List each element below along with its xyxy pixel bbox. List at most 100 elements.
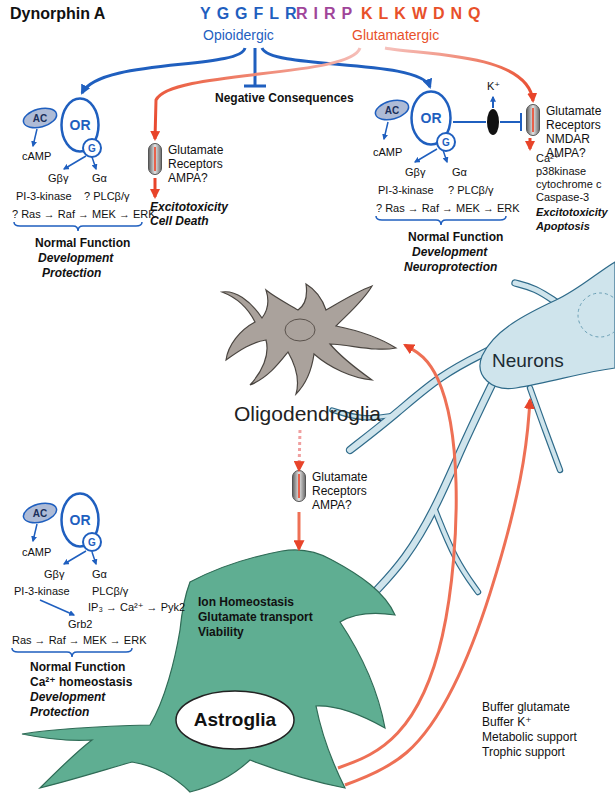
adenylyl-cyclase-text: AC: [33, 508, 47, 519]
diagram-label: ? PLCβ/γ: [448, 184, 493, 197]
cascade-arrow: [33, 524, 37, 541]
oligodendrocyte-cell-text: Oligodendroglia: [234, 402, 381, 426]
cascade-arrow: [415, 149, 437, 162]
astrocyte-cell-text: Ion Homeostasis: [198, 595, 400, 610]
label-slot: ? PLCβ/γ: [448, 184, 493, 197]
label-slot: Trophic support: [482, 745, 565, 759]
receptor-capsule: [527, 105, 540, 136]
diagram-label: Development: [30, 690, 105, 704]
cascade-arrow: [384, 122, 388, 139]
label-slot: K⁺: [487, 80, 500, 93]
diagram-label: Protection: [42, 266, 101, 280]
rec-shape: [292, 470, 306, 502]
diagram-label: Buffer glutamate: [482, 700, 570, 714]
diagram-label: Ras → Raf → MEK → ERK: [12, 634, 146, 647]
diagram-title: Dynorphin A: [10, 5, 105, 23]
cascade-brace: [376, 216, 506, 225]
diagram-label: Development: [412, 245, 487, 259]
dendrite-outline: [375, 378, 495, 592]
dendrite-outline: [515, 283, 556, 302]
dendrite-outline: [530, 388, 560, 470]
diagram-label: Metabolic support: [482, 730, 577, 744]
diagram-label: Negative Consequences: [215, 91, 354, 105]
label-slot: cAMP: [22, 546, 51, 559]
receptor-capsule: [293, 471, 306, 502]
diagram-label: RIRP: [296, 5, 358, 23]
label-slot: Excitotoxicity: [536, 206, 608, 219]
label-slot: PLCβ/γ: [92, 585, 128, 598]
diagram-label: Opioidergic: [203, 27, 274, 43]
label-slot: ? Ras → Raf → MEK → ERK: [12, 208, 156, 221]
label-slot: Protection: [42, 266, 101, 280]
g-protein-text: G: [88, 143, 96, 154]
potassium-arrow: [492, 97, 494, 108]
diagram-label: ? PLCβ/γ: [84, 190, 129, 203]
diagram-label: p38kinase: [536, 165, 586, 178]
glutamate-arrow: [155, 48, 360, 139]
excitotoxicity-arrow: [154, 178, 157, 197]
label-slot: cAMP: [22, 150, 51, 163]
rec-shape: [148, 143, 162, 175]
dendrite-outline: [332, 410, 395, 418]
diagram-label: cAMP: [22, 546, 51, 559]
label-slot: Buffer glutamate: [482, 700, 570, 714]
connector-arrow: [299, 430, 300, 470]
label-slot: Buffer K⁺: [482, 715, 531, 729]
label-slot: Normal Function: [408, 230, 503, 244]
channel-pore: [532, 108, 534, 132]
label-slot: Gα: [452, 166, 467, 179]
dendrite: [530, 388, 560, 470]
label-slot: IP₃ → Ca²⁺ → Pyk2: [88, 601, 185, 614]
label-slot: ? PLCβ/γ: [84, 190, 129, 203]
opioid-receptor-text: OR: [70, 117, 91, 133]
oligodendrocyte-nucleus: [285, 319, 315, 341]
label-slot: Ca²⁺: [536, 152, 560, 165]
g-protein: G: [436, 132, 456, 152]
receptor-capsule: [149, 144, 162, 175]
cascade-arrow: [64, 551, 86, 564]
label-slot: Normal Function: [30, 660, 125, 674]
cyclase-ellipse: [21, 105, 59, 131]
drawing-part: [22, 550, 395, 792]
rec-shape: [526, 104, 540, 136]
astrocyte-cell-text: Glutamate transport: [198, 610, 400, 625]
diagram-label: cAMP: [22, 150, 51, 163]
connector-arrow: [298, 512, 301, 549]
neuron-cell-text: Neurons: [492, 350, 615, 372]
diagram-label: Excitotoxicity Cell Death: [150, 200, 240, 228]
label-slot: Development: [412, 245, 487, 259]
diagram-label: IP₃ → Ca²⁺ → Pyk2: [88, 601, 185, 614]
diagram-label: K⁺: [487, 80, 500, 93]
neuron-soma: [480, 262, 615, 389]
label-slot: p38kinase: [536, 165, 586, 178]
glutamate-receptor: Glutamate Receptors NMDAR AMPA?: [526, 104, 608, 160]
label-slot: cytochrome c: [536, 178, 601, 191]
diagram-label: Ca²⁺ homeostasis: [30, 675, 132, 689]
label-slot: Negative Consequences: [215, 91, 354, 105]
g-protein: G: [82, 532, 102, 552]
glutamate-receptor-text: Glutamate Receptors NMDAR AMPA?: [546, 104, 608, 160]
adenylyl-cyclase: AC: [22, 108, 58, 128]
cascade-arrow: [64, 156, 86, 169]
label-slot: Protection: [30, 705, 89, 719]
diagram-label: Gβγ: [48, 172, 68, 185]
label-slot: cAMP: [373, 146, 402, 159]
apoptosis-arrow: [529, 138, 532, 149]
diagram-label: Gβγ: [405, 166, 425, 179]
neuron-nucleus: [578, 293, 615, 337]
astrocyte-outline: [22, 550, 395, 792]
diagram-label: Trophic support: [482, 745, 565, 759]
label-slot: Metabolic support: [482, 730, 577, 744]
label-slot: Normal Function: [35, 236, 130, 250]
diagram-label: Normal Function: [35, 236, 130, 250]
adenylyl-cyclase: AC: [374, 100, 410, 120]
drawing-part: [222, 284, 396, 394]
g-protein-circle: [437, 133, 455, 151]
diagram-label: Development: [38, 251, 113, 265]
receptor-ellipse: [62, 494, 99, 547]
opioid-arrow: [262, 48, 430, 87]
adenylyl-cyclase-text: AC: [33, 113, 47, 124]
diagram-label: cAMP: [373, 146, 402, 159]
diagram-label: PI-3-kinase: [378, 184, 434, 197]
cascade-brace: [14, 222, 142, 231]
